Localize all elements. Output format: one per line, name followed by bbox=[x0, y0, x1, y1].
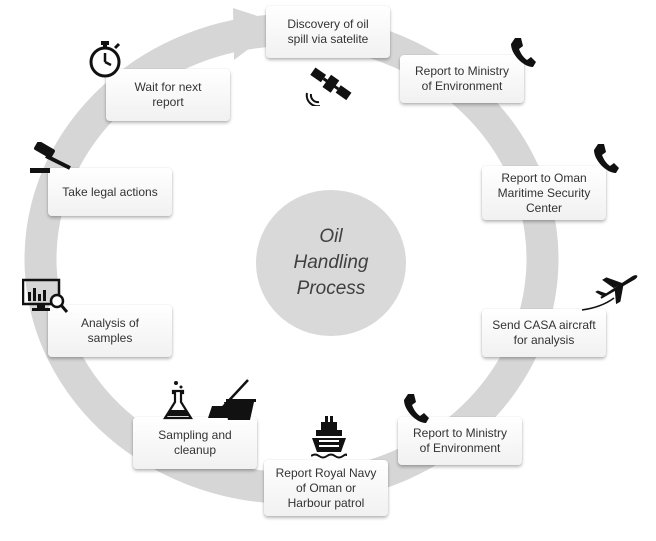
center-process-label: Oil Handling Process bbox=[256, 190, 406, 336]
step-analysis-samples: Analysis of samples bbox=[48, 305, 172, 357]
flask-icon bbox=[163, 381, 193, 420]
phone-icon bbox=[404, 394, 429, 423]
airplane-icon bbox=[581, 275, 638, 311]
step-report-ministry-2: Report to Ministry of Environment bbox=[398, 417, 522, 465]
step-report-navy: Report Royal Navy of Oman or Harbour pat… bbox=[264, 460, 388, 516]
step-sampling-cleanup: Sampling and cleanup bbox=[133, 417, 257, 469]
step-report-maritime-center: Report to Oman Maritime Security Center bbox=[482, 166, 606, 220]
monitor-magnifier-icon bbox=[22, 278, 68, 313]
stopwatch-icon bbox=[89, 41, 121, 78]
step-legal-actions: Take legal actions bbox=[48, 168, 172, 216]
step-discovery: Discovery of oil spill via satelite bbox=[266, 6, 390, 58]
phone-icon bbox=[594, 144, 619, 173]
mop-bucket-icon bbox=[208, 379, 256, 420]
satellite-icon bbox=[305, 67, 352, 106]
step-wait-report: Wait for next report bbox=[106, 69, 230, 121]
gavel-icon bbox=[30, 142, 71, 173]
phone-icon bbox=[511, 38, 536, 67]
step-report-ministry-1: Report to Ministry of Environment bbox=[400, 55, 524, 103]
ship-icon bbox=[311, 416, 347, 459]
step-send-aircraft: Send CASA aircraft for analysis bbox=[482, 309, 606, 357]
